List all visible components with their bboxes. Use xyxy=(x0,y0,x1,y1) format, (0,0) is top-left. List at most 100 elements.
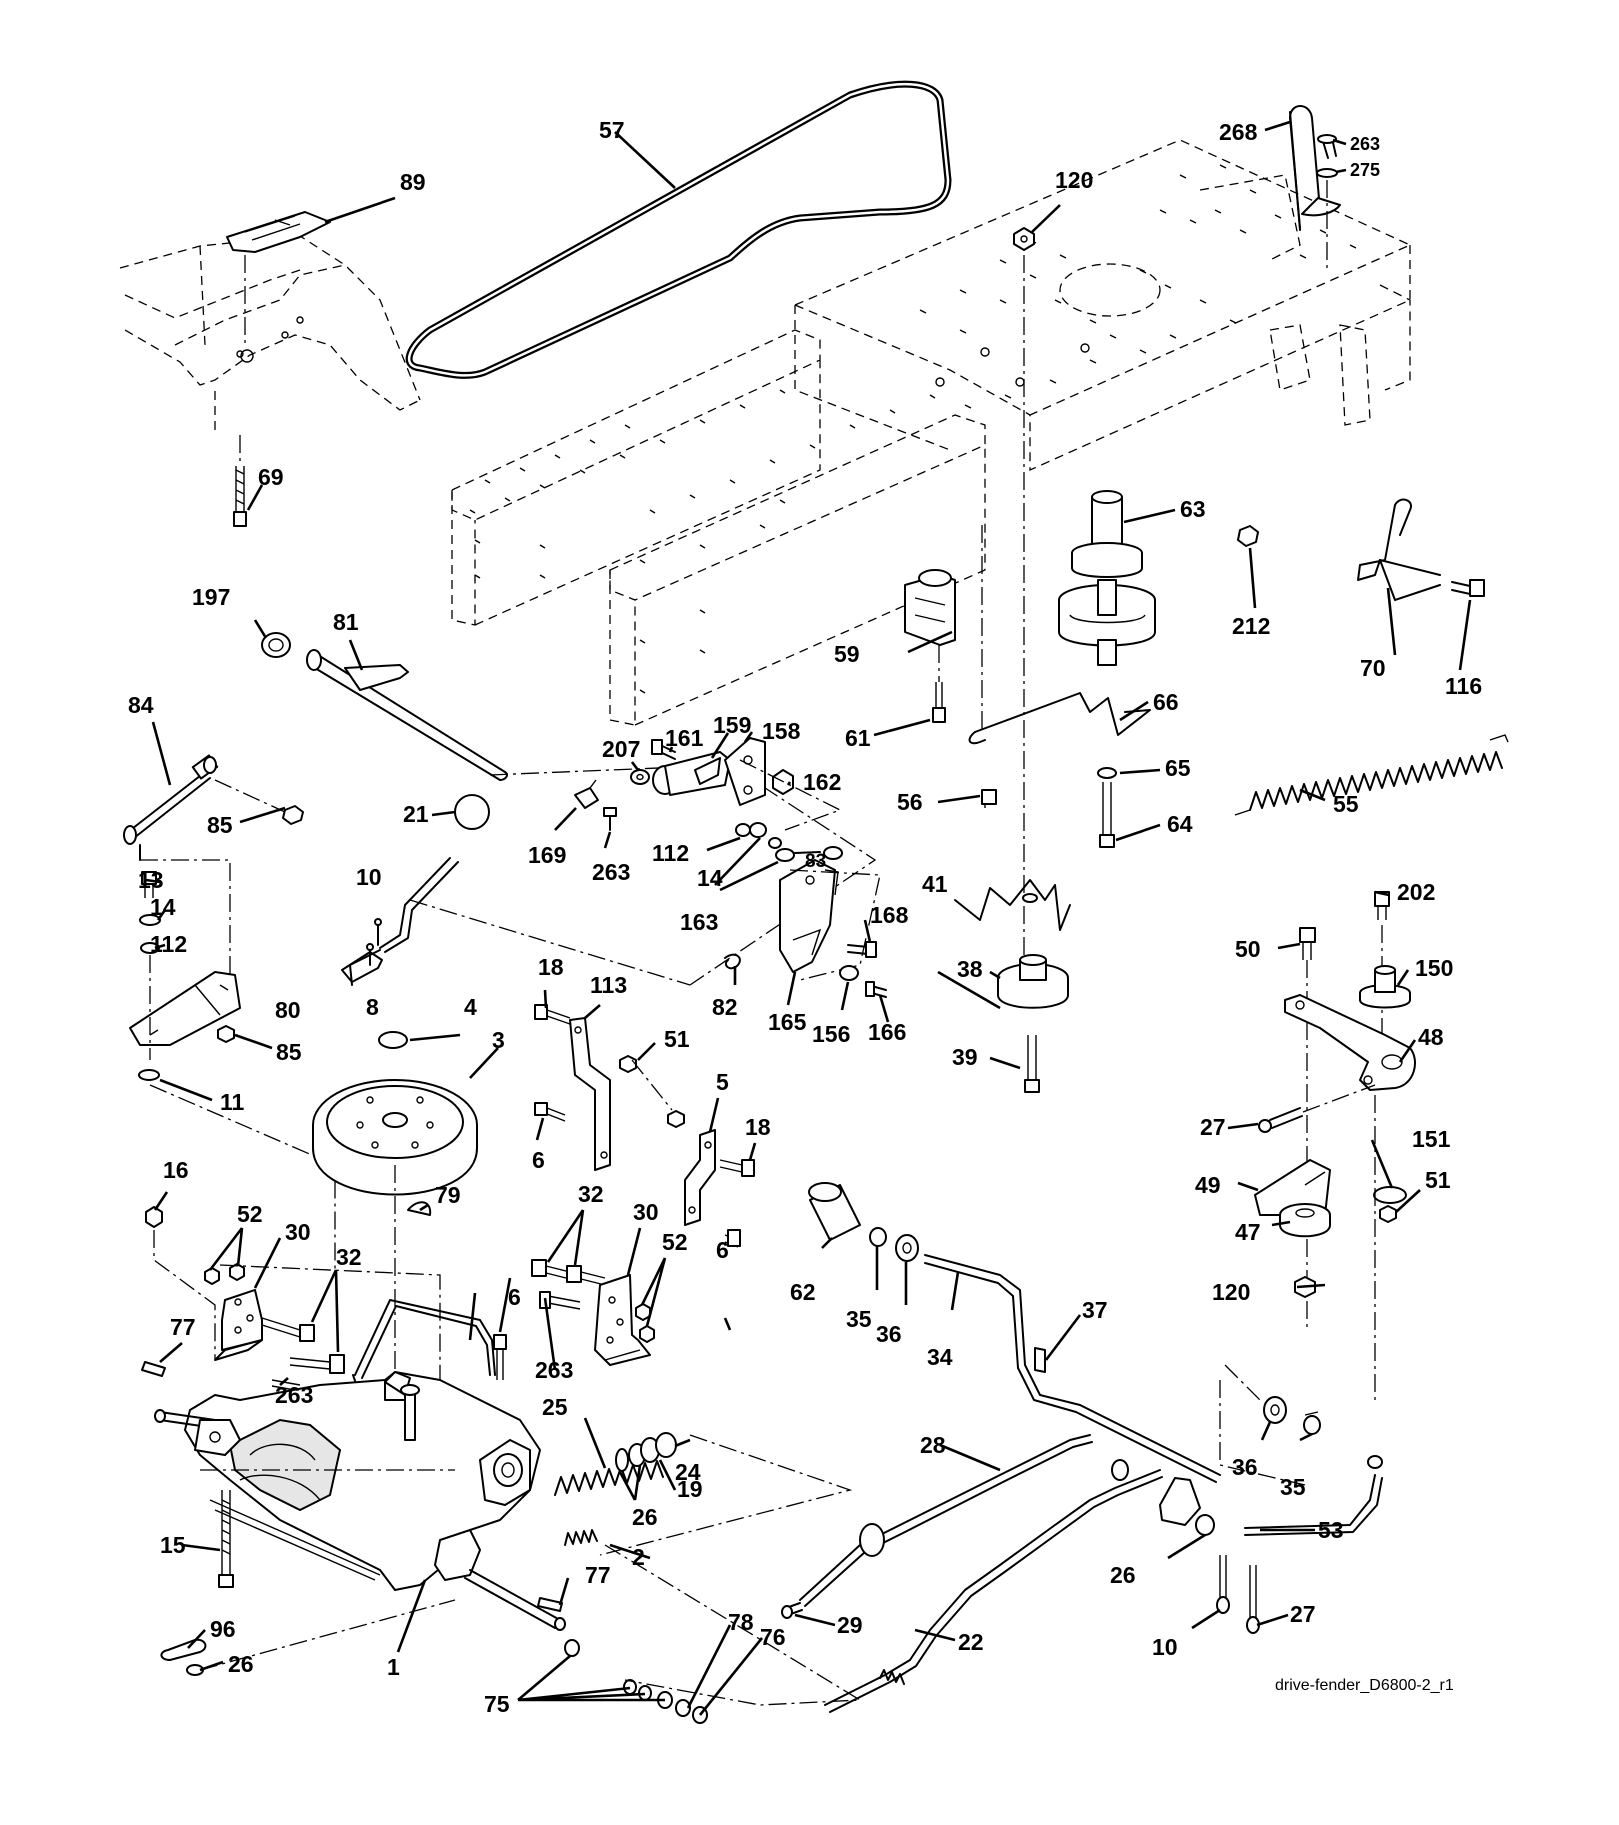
rod-34 xyxy=(924,1254,1221,1483)
bolt-56 xyxy=(981,789,997,808)
drawing xyxy=(119,80,1509,1724)
belt-57 xyxy=(405,80,952,379)
part-label-80: 80 xyxy=(275,997,301,1023)
part-label-89: 89 xyxy=(400,169,426,195)
washers-112-14 xyxy=(735,822,782,849)
part-label-1: 1 xyxy=(387,1654,400,1680)
part-label-37: 37 xyxy=(1082,1297,1108,1323)
part-label-112-b: 112 xyxy=(150,931,187,957)
bolt-168 xyxy=(847,941,877,958)
bolt-50 xyxy=(1299,927,1316,960)
part-label-35-b: 35 xyxy=(1280,1474,1306,1500)
pin-27-bottom xyxy=(1246,1565,1260,1634)
part-label-38: 38 xyxy=(957,956,983,982)
pin-77-a xyxy=(141,1361,166,1377)
pulley-38 xyxy=(997,954,1069,1009)
bolt-202 xyxy=(1374,891,1390,920)
part-label-32-b: 32 xyxy=(578,1181,604,1207)
part-label-161: 161 xyxy=(665,725,704,751)
part-label-263: 263 xyxy=(1350,134,1380,154)
bolts-32-left xyxy=(261,1317,345,1374)
part-label-64: 64 xyxy=(1167,811,1193,837)
part-label-10-b: 10 xyxy=(1152,1634,1178,1660)
arm-48 xyxy=(1284,994,1416,1091)
part-label-26-c: 26 xyxy=(228,1651,254,1677)
part-label-263-d: 263 xyxy=(535,1357,573,1383)
bolt-69 xyxy=(233,466,247,527)
washers-26-19-24 xyxy=(615,1432,677,1472)
rod-84 xyxy=(123,754,219,861)
bolt-29 xyxy=(781,1602,803,1619)
washers-75-78-76 xyxy=(564,1639,708,1724)
rod-70 xyxy=(1357,498,1441,601)
pin-77-b xyxy=(537,1597,563,1612)
bracket-49 xyxy=(1254,1159,1331,1216)
part-label-165: 165 xyxy=(768,1009,807,1035)
part-label-207: 207 xyxy=(602,736,640,762)
pin-10-bottom xyxy=(1216,1555,1230,1614)
part-label-79: 79 xyxy=(435,1182,461,1208)
part-label-2: 2 xyxy=(632,1544,645,1570)
nut-212 xyxy=(1237,525,1259,547)
part-label-162: 162 xyxy=(803,769,841,795)
part-label-10: 10 xyxy=(356,864,382,890)
ring-4 xyxy=(378,1031,408,1049)
part-label-113: 113 xyxy=(590,972,627,998)
part-label-169: 169 xyxy=(528,842,566,868)
part-label-61: 61 xyxy=(845,725,871,751)
part-label-13: 13 xyxy=(138,867,164,893)
fender-outline xyxy=(119,235,421,430)
part-label-27-b: 27 xyxy=(1290,1601,1316,1627)
bracket-30-right xyxy=(594,1274,651,1366)
part-label-41: 41 xyxy=(922,871,948,897)
spring-clip-82 xyxy=(724,953,741,970)
bolt-39 xyxy=(1024,1035,1040,1093)
part-label-59: 59 xyxy=(834,641,860,667)
part-label-263-b: 263 xyxy=(592,859,630,885)
nut-85-top xyxy=(282,805,304,825)
pulley-63 xyxy=(1058,490,1156,666)
part-label-275: 275 xyxy=(1350,160,1380,180)
washer-35-right xyxy=(1303,1411,1321,1435)
part-label-159: 159 xyxy=(713,712,751,738)
washers-83 xyxy=(775,846,843,862)
diagram-caption: drive-fender_D6800-2_r1 xyxy=(1275,1677,1454,1694)
washer-207 xyxy=(630,769,650,785)
spring-55 xyxy=(1234,734,1509,816)
bolt-6-b xyxy=(724,1229,741,1248)
pedal-pad-89 xyxy=(226,211,331,253)
part-label-32: 32 xyxy=(336,1244,362,1270)
part-label-120: 120 xyxy=(1055,167,1093,193)
washer-36-top xyxy=(895,1234,919,1262)
part-label-76: 76 xyxy=(760,1624,786,1650)
part-label-6-b: 6 xyxy=(716,1237,729,1263)
part-label-51: 51 xyxy=(664,1026,690,1052)
part-label-49: 49 xyxy=(1195,1172,1221,1198)
part-label-77-b: 77 xyxy=(585,1562,611,1588)
part-label-75: 75 xyxy=(484,1691,510,1717)
bolt-263-top xyxy=(1316,134,1338,178)
part-label-63: 63 xyxy=(1180,496,1206,522)
knob-21 xyxy=(454,794,490,830)
rod-41 xyxy=(954,879,1071,931)
rod-28 xyxy=(799,1434,1093,1607)
washer-156 xyxy=(839,965,859,981)
part-label-212: 212 xyxy=(1232,613,1270,639)
bracket-159 xyxy=(652,751,731,796)
part-label-84: 84 xyxy=(128,692,154,718)
bushing-197 xyxy=(261,632,291,658)
screw-263-mid xyxy=(603,807,617,831)
part-label-53: 53 xyxy=(1318,1517,1344,1543)
part-label-70: 70 xyxy=(1360,655,1386,681)
part-label-22: 22 xyxy=(958,1629,984,1655)
part-label-151: 151 xyxy=(1412,1126,1451,1152)
part-label-14: 14 xyxy=(697,865,723,891)
bolts-32-right xyxy=(531,1259,606,1286)
part-label-78: 78 xyxy=(728,1609,754,1635)
part-label-202: 202 xyxy=(1397,879,1435,905)
part-label-16: 16 xyxy=(163,1157,189,1183)
part-label-197: 197 xyxy=(192,584,230,610)
rod-22 xyxy=(824,1459,1163,1713)
bracket-5 xyxy=(684,1129,716,1226)
